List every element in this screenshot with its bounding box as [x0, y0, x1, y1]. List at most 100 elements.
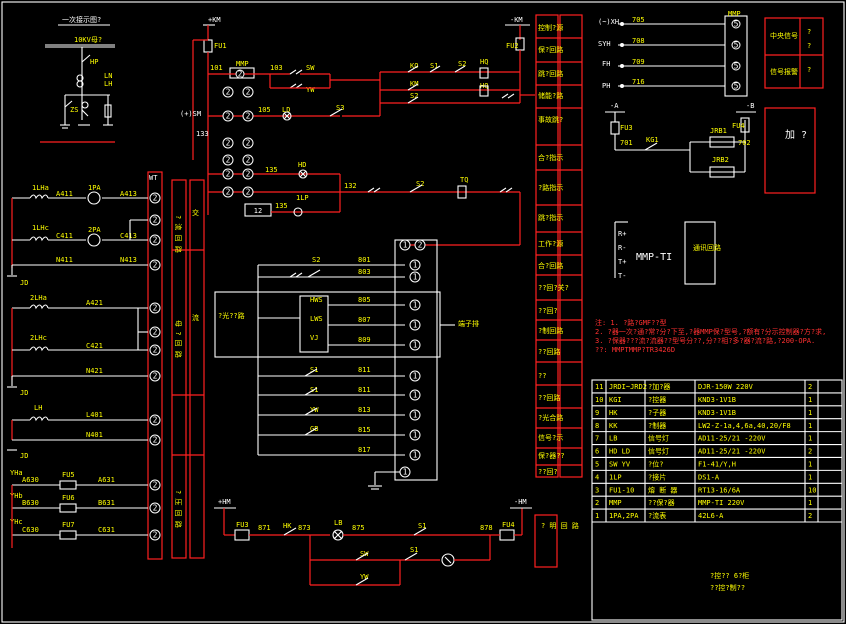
group-label-2: 交: [192, 208, 199, 217]
ln-label: LN: [104, 72, 112, 80]
parts-cell-name: ?控器: [648, 395, 666, 404]
ac-row-5: 2LHc C421: [12, 334, 148, 352]
sig-wire-6: 811: [358, 386, 371, 394]
svg-text:2: 2: [153, 216, 158, 225]
ac-row-1-device: 1LHa: [32, 184, 49, 192]
ctl-s1: S1: [430, 62, 438, 70]
ctl-133: 133: [196, 130, 209, 138]
ctl-plus-km: +KM: [208, 16, 221, 24]
table-footer: ?控?? 6?柜: [710, 571, 749, 580]
right-label-13: ??回路: [538, 347, 560, 356]
ground-label-3: JD: [20, 452, 28, 460]
lighting-circuit: +HM FU3 871 HK 873 LB 875 S1 878 FU4 -HM…: [214, 498, 579, 586]
ac-row-9: YHa A630 FU5 A631: [10, 469, 148, 490]
rl-fu4: FU4: [732, 122, 745, 130]
ctl-132: 132: [344, 182, 357, 190]
parts-cell-spec: AD11-25/21 -220V: [698, 435, 766, 443]
tr-box1: 中央信号: [770, 31, 798, 40]
rl-minus-a: -A: [610, 102, 619, 110]
svg-text:2: 2: [226, 112, 231, 121]
parts-cell-spec: DJR-150W 220V: [698, 383, 754, 391]
ac-row-2-wire-a: C411: [56, 232, 73, 240]
lt-871: 871: [258, 524, 271, 532]
parts-cell-spec: LW2-Z-1a,4,6a,40,20/F8: [698, 422, 791, 430]
sig-dev-4: VJ: [310, 334, 318, 342]
lt-s1b: S1: [410, 546, 418, 554]
svg-text:1: 1: [413, 261, 418, 270]
ac-row-11: YHc C630 FU7 C631: [10, 518, 148, 540]
parts-cell-no: 6: [595, 448, 599, 456]
parts-cell-qty: 10: [808, 486, 816, 494]
svg-text:5: 5: [734, 20, 739, 29]
ac-row-11-meter: FU7: [62, 521, 75, 529]
notes: 注: 1. ?路?GMF??型 2. ?器一次?通?常?分?下至,?器MMP保?…: [595, 318, 826, 354]
ac-row-3: N411 N413 JD: [7, 256, 148, 287]
sig-wire-0: 801: [358, 256, 371, 264]
ground-label-1: JD: [20, 279, 28, 287]
parts-cell-code: SW YV: [609, 460, 631, 468]
ac-row-10: YHb B630 FU6 B631: [10, 492, 148, 513]
rl-fu3: FU3: [620, 124, 633, 132]
svg-text:2: 2: [246, 139, 251, 148]
ac-row-6-wire-a: N421: [86, 367, 103, 375]
ctl-fu1: FU1: [214, 42, 227, 50]
svg-text:2: 2: [153, 504, 158, 513]
svg-text:2: 2: [246, 188, 251, 197]
ac-row-4: 2LHa A421: [11, 294, 148, 380]
parts-cell-qty: 1: [808, 473, 812, 481]
ac-row-2-wire-b: C413: [120, 232, 137, 240]
tr-wire-0: 705: [632, 16, 645, 24]
hp-label: HP: [90, 58, 98, 66]
ac-row-11-device: YHc: [10, 518, 23, 526]
left-panel: WT ? 流 回 路 交 流 母 ? 回 路 ? 压 回 路 1LHa A411…: [7, 171, 205, 560]
parts-cell-no: 11: [595, 383, 603, 391]
tr-side-1: ?: [807, 28, 811, 36]
svg-text:2: 2: [246, 170, 251, 179]
ac-row-7: LH L401: [11, 404, 148, 440]
ctl-135: 135: [265, 166, 278, 174]
ac-row-9-wire-a: A630: [22, 476, 39, 484]
parts-cell-name: ?位?: [648, 459, 663, 468]
ac-row-1-wire-b: A413: [120, 190, 137, 198]
parts-cell-code: 1PA,2PA: [609, 512, 639, 520]
lt-sw: SW: [360, 550, 369, 558]
ac-row-1-meter: 1PA: [88, 184, 101, 192]
sig-block-label: 端子排: [458, 319, 479, 328]
note-0: 注: 1. ?路?GMF??型: [595, 318, 667, 327]
tr-in-1: SYH: [598, 40, 611, 48]
svg-text:2: 2: [153, 194, 158, 203]
lt-875: 875: [352, 524, 365, 532]
ac-row-4-device: 2LHa: [30, 294, 47, 302]
parts-cell-spec: DS1-A: [698, 473, 720, 481]
svg-text:2: 2: [226, 139, 231, 148]
ac-row-11-wire-a: C630: [22, 526, 39, 534]
lt-plus-hm: +HM: [218, 498, 231, 506]
sig-box-label: ?光??路: [218, 311, 245, 320]
parts-cell-code: FU1-10: [609, 486, 634, 494]
ac-row-7-device: LH: [34, 404, 42, 412]
ac-row-10-wire-a: B630: [22, 499, 39, 507]
wt-terminals: 2 2 2 2 2 2 2 2 2 2 2 2 2: [149, 192, 161, 541]
tr-wire-1: 708: [632, 37, 645, 45]
rl-kg1: KG1: [646, 136, 659, 144]
right-label-17: 信号?示: [538, 433, 563, 442]
parts-cell-no: 9: [595, 409, 599, 417]
right-label-5: 合?指示: [538, 153, 563, 162]
control-terminals: 2 2 2 2 2 2 2 2 2 2 2 2 2: [222, 69, 254, 198]
right-label-16: ?光合路: [538, 413, 563, 422]
sig-dev-2: HWS: [310, 296, 323, 304]
tr-side-3: ?: [807, 66, 811, 74]
ac-row-2-device: 1LHc: [32, 224, 49, 232]
right-label-11: ??回?: [538, 307, 558, 315]
ac-row-7-wire-a: L401: [86, 411, 103, 419]
svg-text:2: 2: [153, 236, 158, 245]
control-circuit: +KM FU1 101 MMP 103 SW YW KO S1 S2 HQ KM…: [180, 16, 535, 246]
lt-side-box: ? 明 回 路: [541, 521, 579, 530]
parts-cell-qty: 2: [808, 448, 812, 456]
parts-cell-code: JRDI~JRD2: [609, 383, 647, 391]
svg-text:1: 1: [413, 431, 418, 440]
